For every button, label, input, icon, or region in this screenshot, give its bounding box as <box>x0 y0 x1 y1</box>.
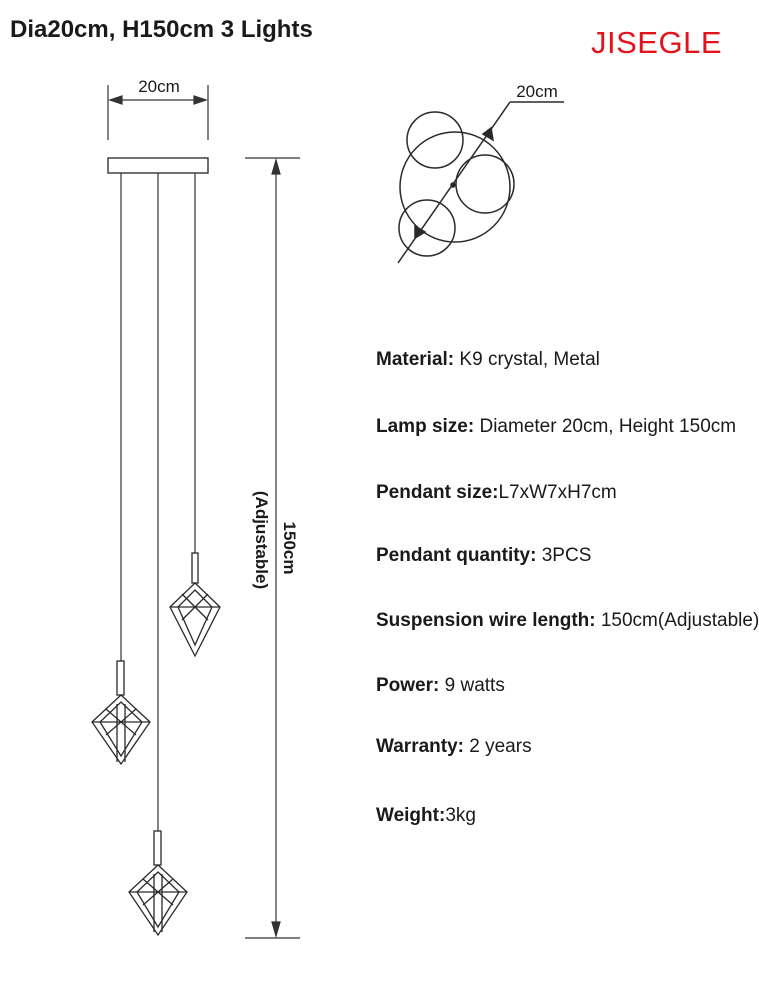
spec-lamp-size: Lamp size: Diameter 20cm, Height 150cm <box>376 416 737 437</box>
width-label: 20cm <box>138 77 180 96</box>
top-view-circle-2 <box>455 154 515 214</box>
spec-weight: Weight:3kg <box>376 805 476 826</box>
spec-warranty: Warranty: 2 years <box>376 736 532 757</box>
pendant-right <box>169 552 221 658</box>
pendant-left <box>91 660 151 766</box>
top-view-circle-1 <box>406 111 464 169</box>
spec-material: Material: K9 crystal, Metal <box>376 349 600 370</box>
pendant-center <box>128 830 188 937</box>
brand-logo-text: JISEGLE <box>591 25 722 60</box>
top-view-label: 20cm <box>516 82 558 101</box>
spec-power: Power: 9 watts <box>376 675 505 696</box>
height-arrow-top <box>271 157 281 175</box>
spec-pendant-quantity: Pendant quantity: 3PCS <box>376 545 592 566</box>
width-arrow-right <box>193 95 208 105</box>
spec-wire-length: Suspension wire length: 150cm(Adjustable… <box>376 610 759 631</box>
top-view-circle-3 <box>398 199 456 257</box>
height-arrow-bottom <box>271 921 281 939</box>
top-view-diagram <box>397 101 564 264</box>
height-label: 150cm <box>280 522 299 575</box>
width-arrow-left <box>108 95 123 105</box>
spec-pendant-size: Pendant size:L7xW7xH7cm <box>376 482 617 503</box>
adjustable-label: (Adjustable) <box>252 491 271 589</box>
top-view-outer-circle <box>399 131 511 243</box>
ceiling-canopy <box>107 157 209 174</box>
page-title: Dia20cm, H150cm 3 Lights <box>10 16 313 43</box>
